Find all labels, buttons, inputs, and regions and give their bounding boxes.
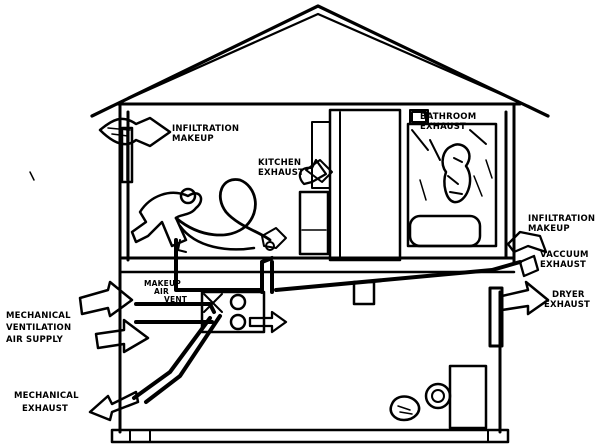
label-line: EXHAUST [14, 403, 79, 416]
label-vaccuum-exhaust: VACCUUM EXHAUST [540, 250, 589, 270]
label-line: INFILTRATION [172, 124, 239, 134]
label-line: MAKEUP [528, 224, 595, 234]
mechanical-supply-arrows [80, 282, 148, 352]
label-line: VENTILATION [6, 322, 71, 334]
label-line: BATHROOM [420, 112, 476, 122]
label-kitchen-exhaust: KITCHEN EXHAUST [258, 158, 304, 178]
label-line: DRYER [544, 290, 590, 300]
infiltration-arrow-top [100, 118, 170, 146]
label-dryer-exhaust: DRYER EXHAUST [544, 290, 590, 310]
label-line: EXHAUST [540, 260, 589, 270]
ceiling-fixture [354, 282, 374, 304]
label-line: MAKEUP [172, 134, 239, 144]
label-line: MECHANICAL [6, 310, 71, 322]
label-line: MECHANICAL [14, 390, 79, 403]
basement-appliances [391, 366, 486, 428]
kitchen-counter [300, 122, 332, 254]
vacuum-exhaust-arrow [520, 256, 538, 276]
label-mechanical-ventilation-air-supply: MECHANICAL VENTILATION AIR SUPPLY [6, 310, 71, 346]
label-mechanical-exhaust: MECHANICAL EXHAUST [14, 390, 79, 416]
margin-mark [30, 172, 34, 180]
label-bathroom-exhaust: BATHROOM EXHAUST [420, 112, 476, 132]
label-infiltration-makeup-top: INFILTRATION MAKEUP [172, 124, 239, 144]
label-makeup-air-vent: MAKEUP AIR VENT [144, 280, 187, 304]
label-line: EXHAUST [420, 122, 476, 132]
person-vacuuming [132, 179, 286, 252]
roof [92, 6, 548, 116]
label-line: VENT [144, 296, 187, 304]
label-infiltration-makeup-right: INFILTRATION MAKEUP [528, 214, 595, 234]
house-walls [120, 104, 514, 432]
label-line: KITCHEN [258, 158, 304, 168]
vacuum-duct [176, 240, 520, 290]
label-line: EXHAUST [258, 168, 304, 178]
label-line: VACCUUM [540, 250, 589, 260]
foundation [112, 430, 508, 442]
label-line: EXHAUST [544, 300, 590, 310]
label-line: AIR SUPPLY [6, 334, 71, 346]
mechanical-exhaust-arrow [90, 392, 138, 420]
label-line: INFILTRATION [528, 214, 595, 224]
